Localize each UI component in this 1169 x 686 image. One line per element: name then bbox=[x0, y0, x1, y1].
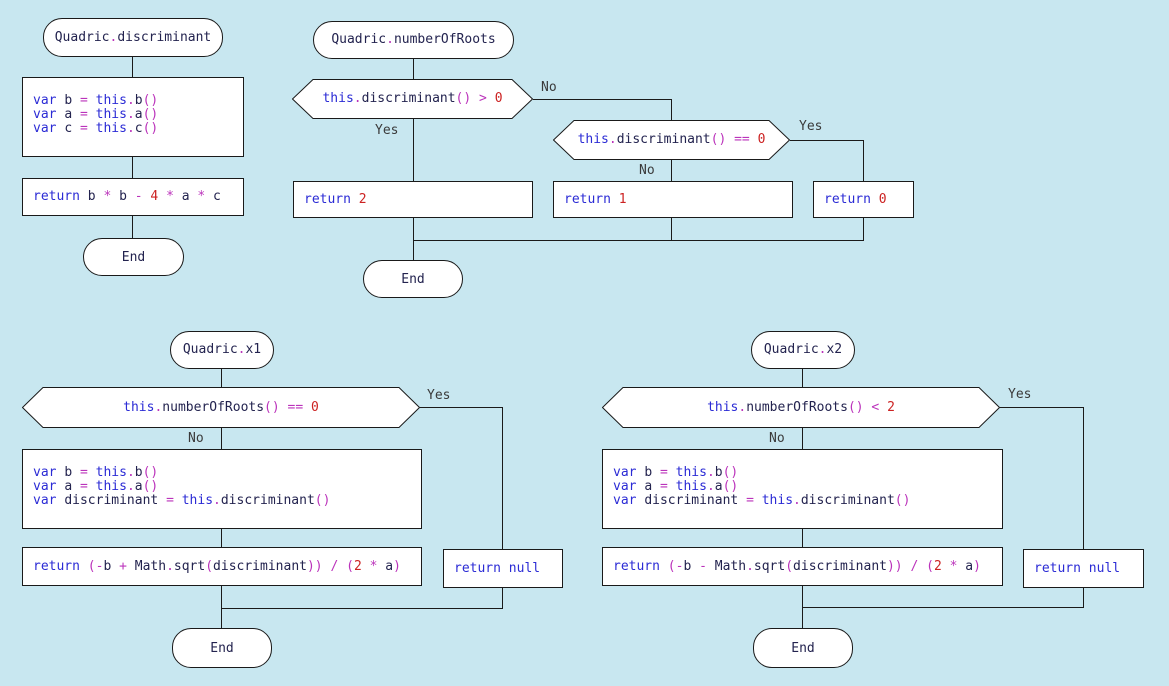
hexagon-shape bbox=[292, 79, 533, 119]
end-label: End bbox=[210, 640, 234, 656]
hexagon-shape bbox=[553, 120, 790, 160]
branch-label-yes: Yes bbox=[427, 388, 451, 403]
code-line: var b = this.b() bbox=[33, 465, 159, 480]
code-line: var b = this.b() bbox=[613, 465, 739, 480]
start-node-title: Quadric.x1 bbox=[182, 342, 262, 357]
connector-line bbox=[132, 157, 133, 178]
process-box-x2-vars: var b = this.b() var a = this.a() var di… bbox=[602, 449, 1003, 529]
code-line: return (-b - Math.sqrt(discriminant)) / … bbox=[613, 558, 981, 574]
return-box-1: return 1 bbox=[553, 181, 793, 218]
code-line: var discriminant = this.discriminant() bbox=[33, 493, 331, 508]
connector-line bbox=[413, 218, 414, 260]
connector-line bbox=[863, 218, 864, 240]
return-box-x1-null: return null bbox=[443, 549, 563, 588]
start-node-quadric-numberofroots: Quadric.numberOfRoots bbox=[313, 21, 514, 59]
decision-hexagon-discriminant-gt-0: this.discriminant() > 0 bbox=[292, 79, 533, 119]
end-label: End bbox=[791, 640, 815, 656]
end-node-discriminant: End bbox=[83, 238, 184, 276]
code-line: var a = this.a() bbox=[33, 479, 159, 494]
hexagon-shape bbox=[602, 387, 1000, 428]
connector-line bbox=[802, 428, 803, 449]
return-box-discriminant: return b * b - 4 * a * c bbox=[22, 178, 244, 216]
end-label: End bbox=[121, 249, 146, 265]
connector-line bbox=[1083, 588, 1084, 607]
connector-line bbox=[413, 119, 414, 181]
connector-line bbox=[221, 608, 503, 609]
code-line: return b * b - 4 * a * c bbox=[33, 189, 221, 204]
branch-label-no: No bbox=[188, 431, 204, 446]
code-line: var a = this.a() bbox=[33, 107, 159, 122]
return-box-x1: return (-b + Math.sqrt(discriminant)) / … bbox=[22, 547, 422, 586]
decision-hexagon-discriminant-eq-0: this.discriminant() == 0 bbox=[553, 120, 790, 160]
connector-line bbox=[790, 140, 864, 141]
connector-line bbox=[132, 216, 133, 238]
connector-line bbox=[413, 59, 414, 79]
code-line: return null bbox=[1034, 560, 1121, 576]
decision-hexagon-numberofroots-lt-2: this.numberOfRoots() < 2 bbox=[602, 387, 1000, 428]
connector-line bbox=[1083, 407, 1084, 549]
code-line: return null bbox=[454, 560, 541, 576]
start-node-title: Quadric.x2 bbox=[763, 342, 843, 357]
code-line: return (-b + Math.sqrt(discriminant)) / … bbox=[33, 558, 401, 574]
connector-line bbox=[671, 218, 672, 240]
connector-line bbox=[132, 57, 133, 77]
branch-label-no: No bbox=[639, 163, 655, 178]
condition-text: this.discriminant() == 0 bbox=[577, 132, 766, 147]
hexagon-shape bbox=[22, 387, 420, 428]
connector-line bbox=[1000, 407, 1084, 408]
connector-line bbox=[802, 607, 1084, 608]
start-node-quadric-x1: Quadric.x1 bbox=[170, 331, 274, 369]
return-box-x2: return (-b - Math.sqrt(discriminant)) / … bbox=[602, 547, 1003, 586]
code-line: return 1 bbox=[564, 191, 627, 207]
return-box-2: return 2 bbox=[293, 181, 533, 218]
connector-line bbox=[413, 240, 864, 241]
end-node-numberofroots: End bbox=[363, 260, 463, 298]
connector-line bbox=[802, 369, 803, 387]
condition-text: this.numberOfRoots() == 0 bbox=[123, 399, 319, 415]
start-node-title: Quadric.numberOfRoots bbox=[331, 32, 496, 47]
process-box-discriminant-vars: var b = this.b() var a = this.a() var c … bbox=[22, 77, 244, 157]
branch-label-yes: Yes bbox=[799, 119, 823, 134]
connector-line bbox=[533, 99, 672, 100]
code-line: var c = this.c() bbox=[33, 121, 159, 136]
connector-line bbox=[863, 140, 864, 181]
branch-label-yes: Yes bbox=[375, 123, 399, 138]
connector-line bbox=[671, 99, 672, 120]
branch-label-no: No bbox=[541, 80, 557, 95]
code-line: var b = this.b() bbox=[33, 93, 159, 108]
return-box-0: return 0 bbox=[813, 181, 914, 218]
connector-line bbox=[502, 407, 503, 549]
decision-hexagon-numberofroots-eq-0: this.numberOfRoots() == 0 bbox=[22, 387, 420, 428]
code-line: var discriminant = this.discriminant() bbox=[613, 493, 911, 508]
start-node-quadric-x2: Quadric.x2 bbox=[751, 331, 855, 369]
process-box-x1-vars: var b = this.b() var a = this.a() var di… bbox=[22, 449, 422, 529]
end-node-x1: End bbox=[172, 628, 272, 668]
condition-text: this.discriminant() > 0 bbox=[322, 91, 503, 106]
branch-label-no: No bbox=[769, 431, 785, 446]
code-line: return 0 bbox=[824, 191, 887, 207]
connector-line bbox=[502, 588, 503, 608]
start-node-title: Quadric.discriminant bbox=[54, 29, 212, 45]
connector-line bbox=[221, 529, 222, 547]
connector-line bbox=[221, 428, 222, 449]
code-line: return 2 bbox=[304, 191, 367, 207]
code-line: var a = this.a() bbox=[613, 479, 739, 494]
condition-text: this.numberOfRoots() < 2 bbox=[707, 399, 895, 415]
end-label: End bbox=[401, 271, 425, 287]
connector-line bbox=[671, 160, 672, 181]
connector-line bbox=[802, 529, 803, 547]
connector-line bbox=[221, 369, 222, 387]
end-node-x2: End bbox=[753, 628, 853, 668]
branch-label-yes: Yes bbox=[1008, 387, 1032, 402]
return-box-x2-null: return null bbox=[1023, 549, 1144, 588]
connector-line bbox=[420, 407, 503, 408]
connector-line bbox=[221, 586, 222, 628]
start-node-quadric-discriminant: Quadric.discriminant bbox=[43, 18, 223, 57]
